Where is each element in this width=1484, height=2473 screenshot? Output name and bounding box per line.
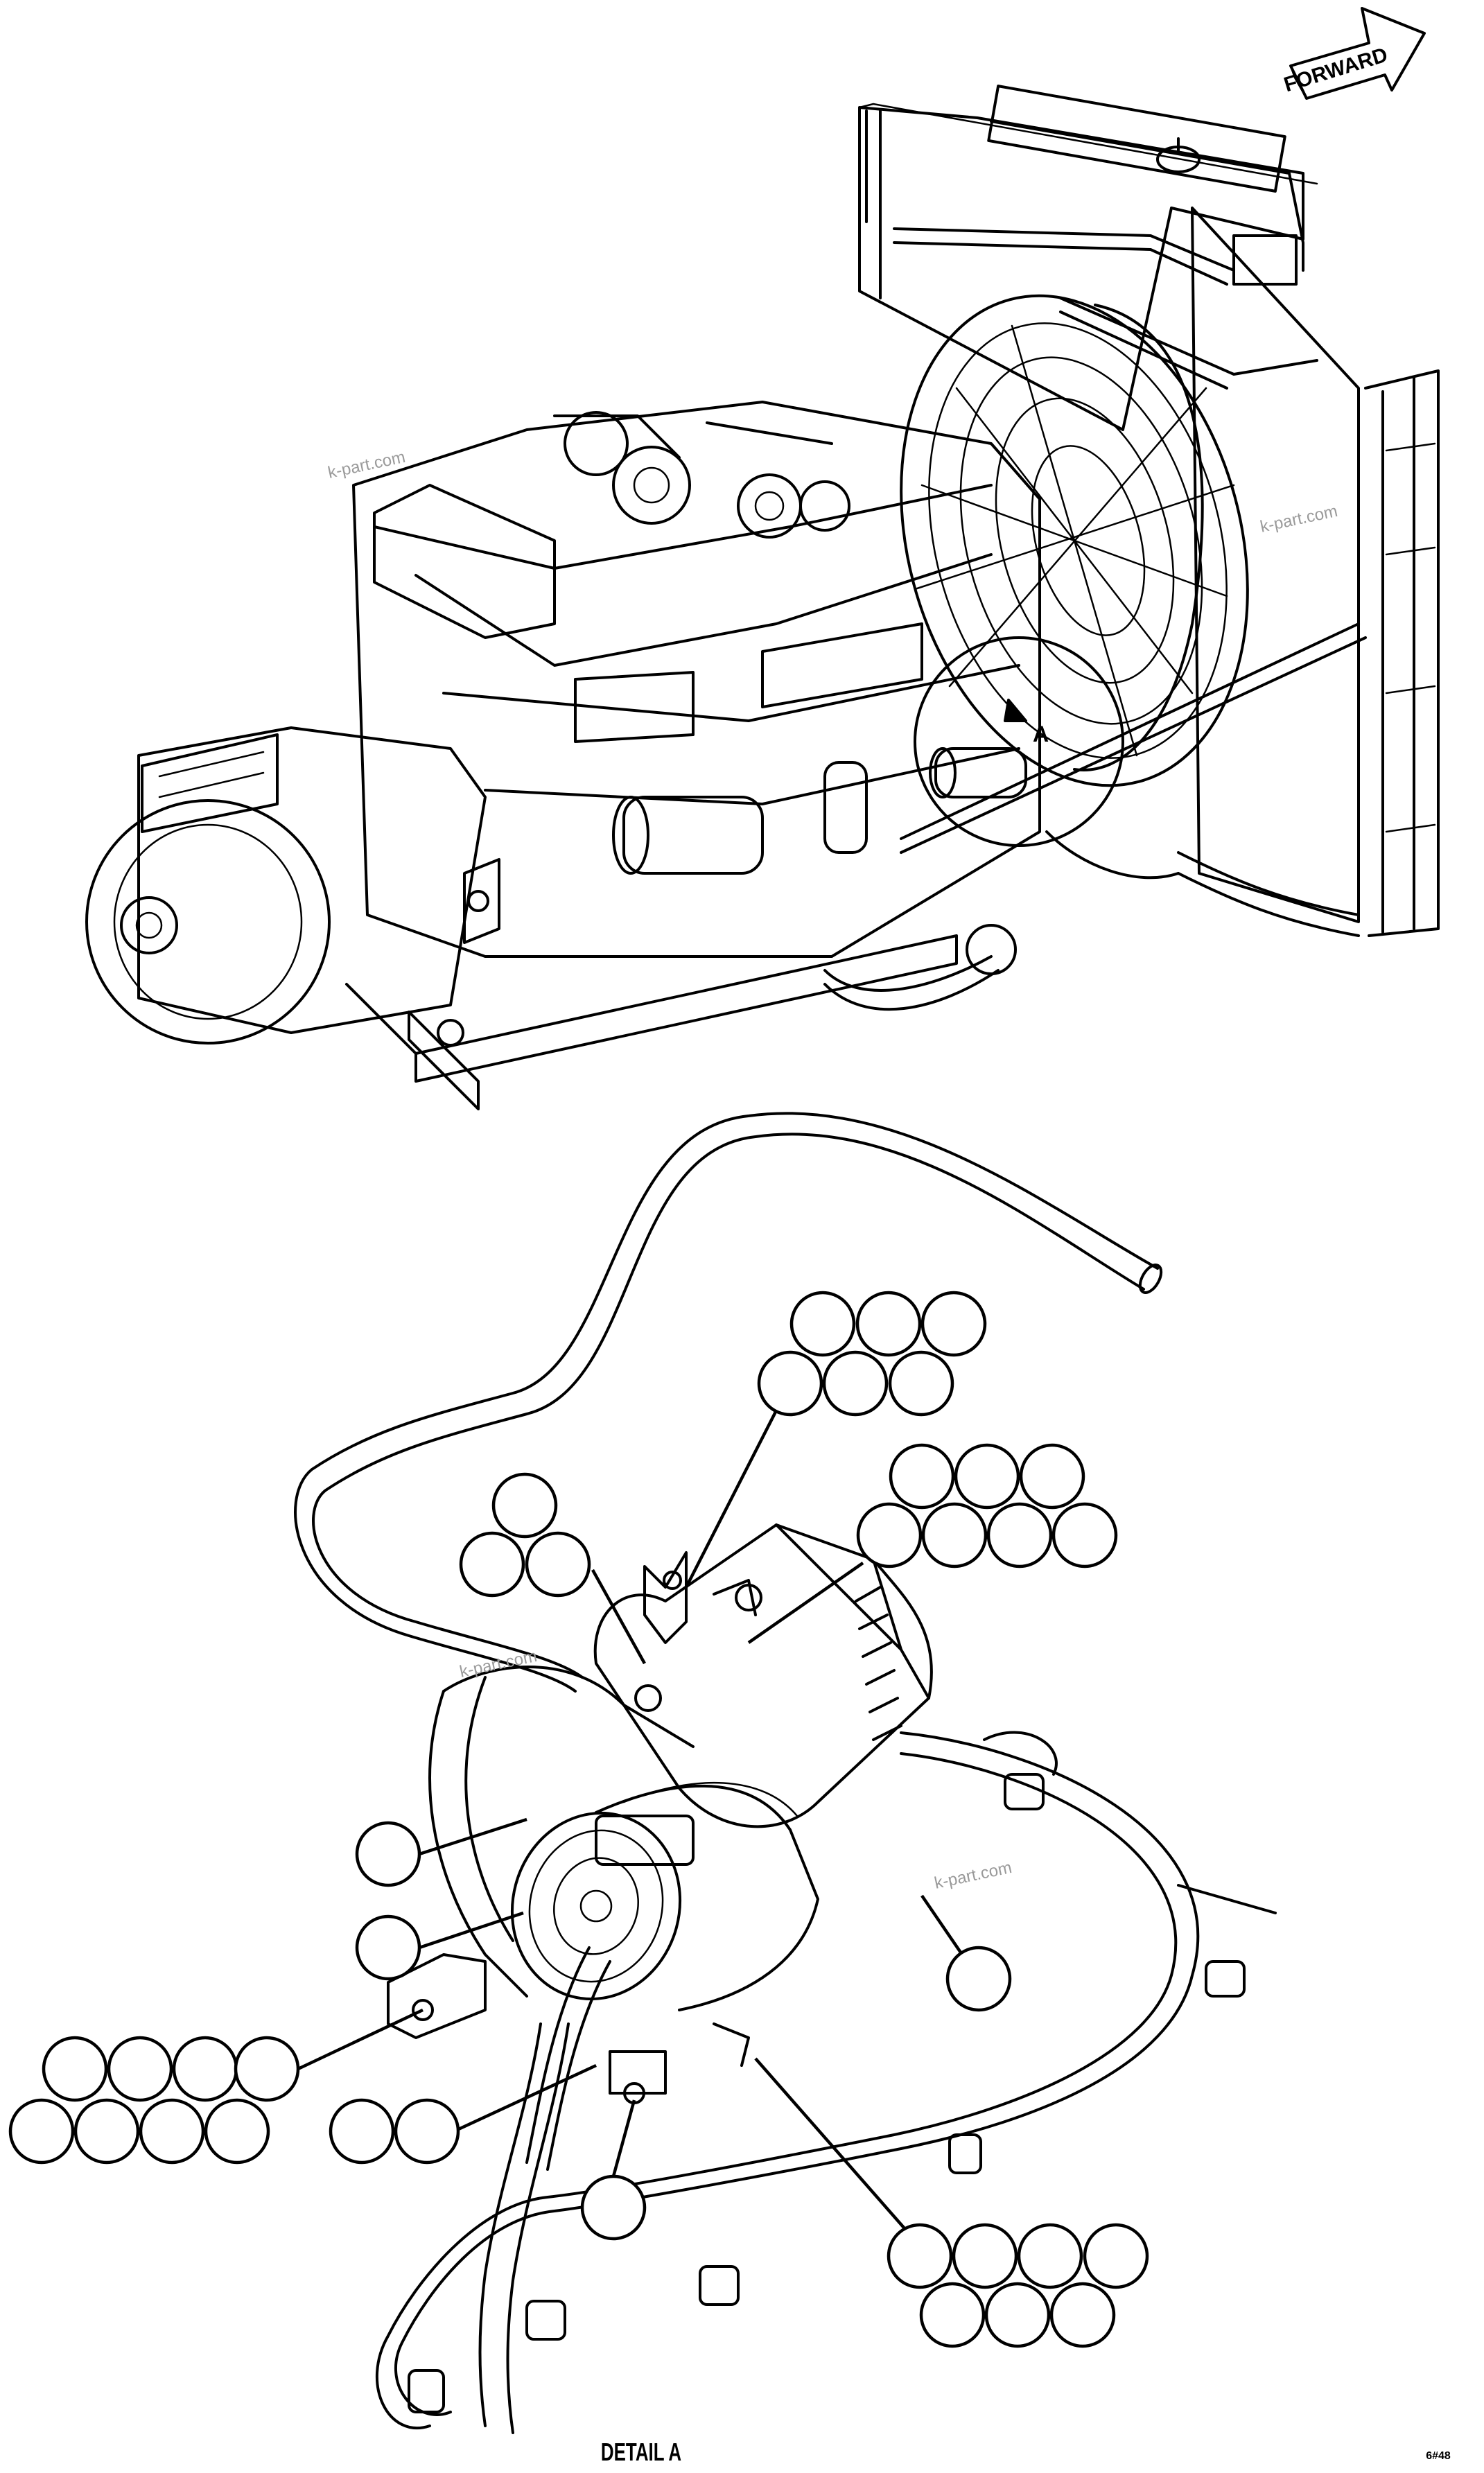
- callout-bubble: [855, 1291, 922, 1357]
- generator-set-illustration: A k-part.com k-part.com: [85, 85, 1440, 1110]
- callout-group-9: [945, 1946, 1012, 2012]
- callout-bubble: [1051, 1502, 1118, 1568]
- figure-code: 6#48: [1426, 2450, 1451, 2462]
- callout-bubble: [954, 1443, 1020, 1510]
- callout-group-6: [8, 2036, 300, 2165]
- callout-bubble: [73, 2098, 140, 2165]
- watermark-4: k-part.com: [933, 1858, 1013, 1893]
- generator-housing: [85, 726, 958, 1110]
- callout-bubble: [1049, 2282, 1116, 2348]
- callout-bubble: [919, 2282, 986, 2348]
- callout-bubble: [986, 1502, 1053, 1568]
- callout-bubble: [107, 2036, 173, 2102]
- callout-bubble: [580, 2174, 647, 2241]
- engine-block: A: [352, 401, 1180, 1011]
- callout-bubble: [921, 1502, 988, 1568]
- callout-group-8: [580, 2174, 647, 2241]
- callout-bubble: [1017, 2223, 1083, 2289]
- callout-group-5: [355, 1914, 421, 1981]
- callout-bubble: [952, 2223, 1018, 2289]
- alternator: [387, 1523, 933, 2171]
- callout-group-4: [355, 1821, 421, 1887]
- callout-bubble: [355, 1821, 421, 1887]
- callout-bubble: [757, 1350, 823, 1417]
- callout-group-3: [459, 1472, 591, 1598]
- callout-group-1: [757, 1291, 987, 1417]
- callout-bubble: [1019, 1443, 1085, 1510]
- callout-bubble: [984, 2282, 1051, 2348]
- callout-bubble: [42, 2036, 108, 2102]
- detail-caption: DETAIL A: [601, 2438, 681, 2466]
- callout-bubble: [329, 2098, 395, 2165]
- callout-bubble: [172, 2036, 238, 2102]
- callout-bubble: [525, 1531, 591, 1598]
- callout-bubble: [1083, 2223, 1149, 2289]
- forward-arrow: FORWARD: [1282, 7, 1426, 100]
- radiator-assembly: [858, 85, 1440, 937]
- callout-bubbles: [8, 1291, 1149, 2348]
- callout-group-2: [856, 1443, 1118, 1568]
- callout-bubble: [888, 1350, 954, 1417]
- callout-bubble: [889, 1443, 955, 1510]
- callout-bubble: [8, 2098, 75, 2165]
- callout-bubble: [234, 2036, 300, 2102]
- detail-a-callout-circle: [914, 636, 1124, 847]
- callout-bubble: [920, 1291, 987, 1357]
- callout-bubble: [887, 2223, 953, 2289]
- callout-group-10: [887, 2223, 1149, 2348]
- callout-bubble: [459, 1531, 525, 1598]
- callout-bubble: [945, 1946, 1012, 2012]
- watermark-1: k-part.com: [326, 448, 407, 482]
- detail-a-illustration: k-part.com k-part.com: [294, 1112, 1277, 2434]
- watermark-2: k-part.com: [1259, 502, 1339, 536]
- callout-bubble: [139, 2098, 205, 2165]
- callout-bubble: [856, 1502, 923, 1568]
- callout-group-7: [329, 2098, 460, 2165]
- callout-bubble: [204, 2098, 270, 2165]
- callout-bubble: [789, 1291, 856, 1357]
- callout-bubble: [355, 1914, 421, 1981]
- view-a-label: A: [1033, 722, 1049, 746]
- callout-bubble: [822, 1350, 889, 1417]
- callout-bubble: [491, 1472, 558, 1539]
- callout-bubble: [394, 2098, 460, 2165]
